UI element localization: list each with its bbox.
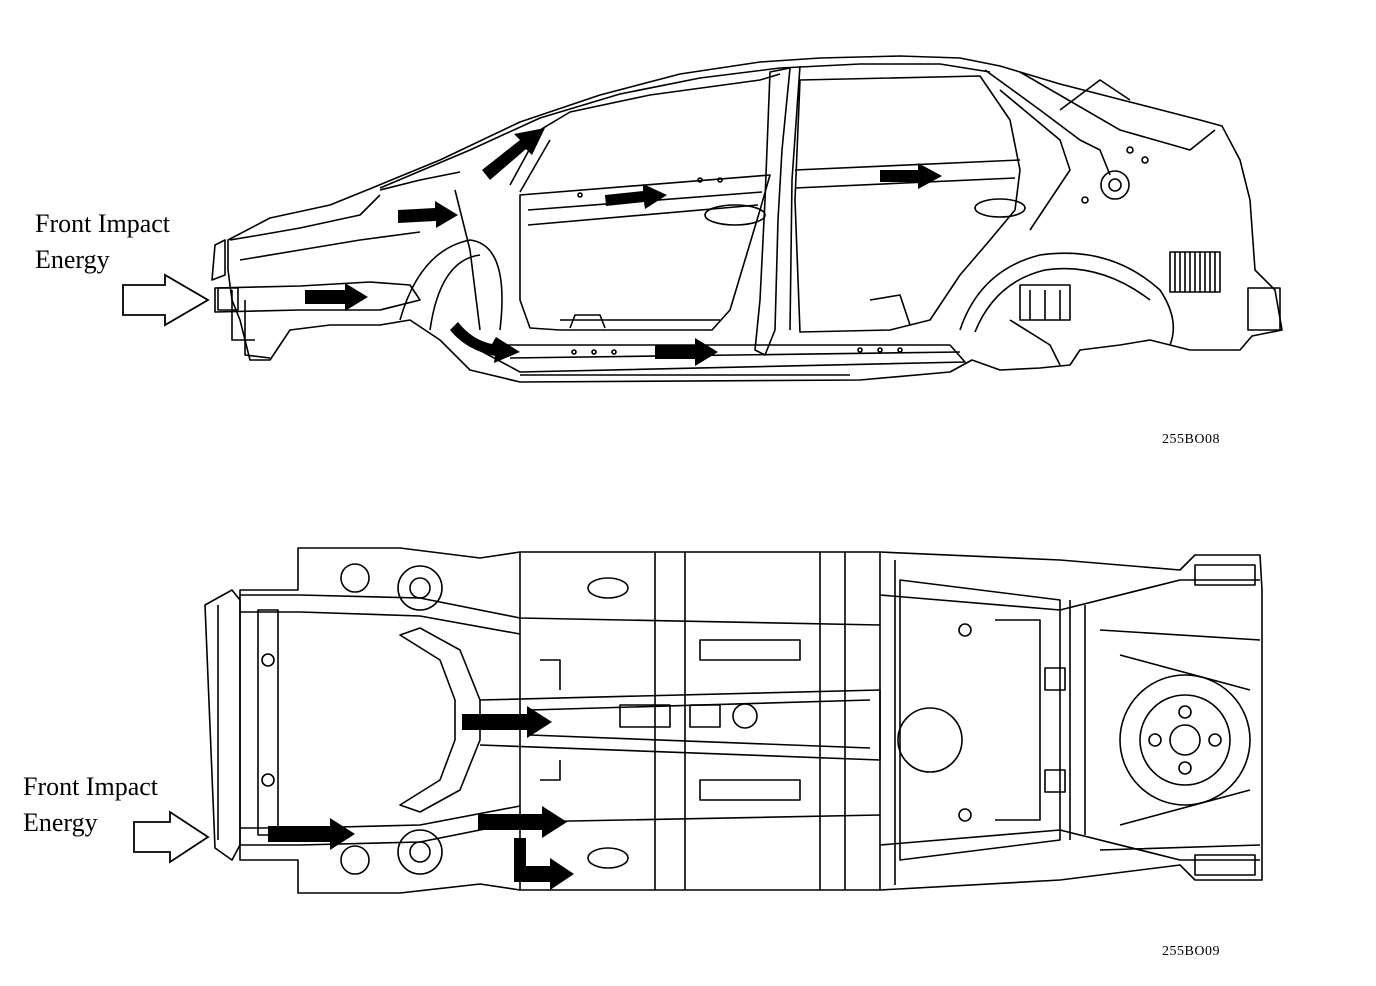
front-rail [214,281,421,313]
top-impact-label-line1: Front Impact [35,209,171,238]
front-rail-left [240,594,881,626]
bottom-impact-label-line2: Energy [23,808,98,837]
side-body-outline [227,55,1283,383]
load-arrow-front-rail-lower [268,818,355,850]
load-arrow-front-rail [305,283,368,311]
rear-rail-left [879,579,1260,611]
strut-tower-left [397,565,443,611]
load-arrow-crossmember [462,706,552,738]
bottom-impact-label: Front Impact Energy [23,769,158,841]
radiator-support [257,609,279,836]
rocker-sill [469,344,966,373]
load-arrow-a-pillar [482,128,545,180]
load-arrow-rocker [655,338,718,366]
top-figure-code: 255BO08 [1162,432,1220,447]
load-arrow-roof-rail [605,184,667,209]
b-pillar [754,67,791,356]
load-arrow-floor-turn [514,838,574,890]
bottom-impact-label-line1: Front Impact [23,772,159,801]
load-arrow-belt-rail [880,163,942,189]
rear-door-opening [794,75,1021,333]
load-arrow-apron-upper [398,201,458,228]
top-impact-label: Front Impact Energy [35,206,170,278]
underbody-outline [239,547,1263,894]
load-arrow-rocker-lower [478,806,567,838]
top-impact-input-arrow [122,273,210,327]
front-wheel-arch [399,239,503,331]
bottom-figure-code: 255BO09 [1162,944,1220,959]
load-arrow-wheelhouse-lower [450,322,520,363]
front-crossmember [399,627,481,813]
rear-floor-pan [899,579,1061,861]
top-impact-label-line2: Energy [35,245,110,274]
rear-wheel-arch [959,252,1175,346]
rear-rail-right [879,829,1260,861]
bottom-impact-input-arrow [133,810,210,864]
spare-wheel-well [1119,674,1251,806]
front-bumper-beam [204,589,241,861]
strut-tower-right [397,829,443,875]
